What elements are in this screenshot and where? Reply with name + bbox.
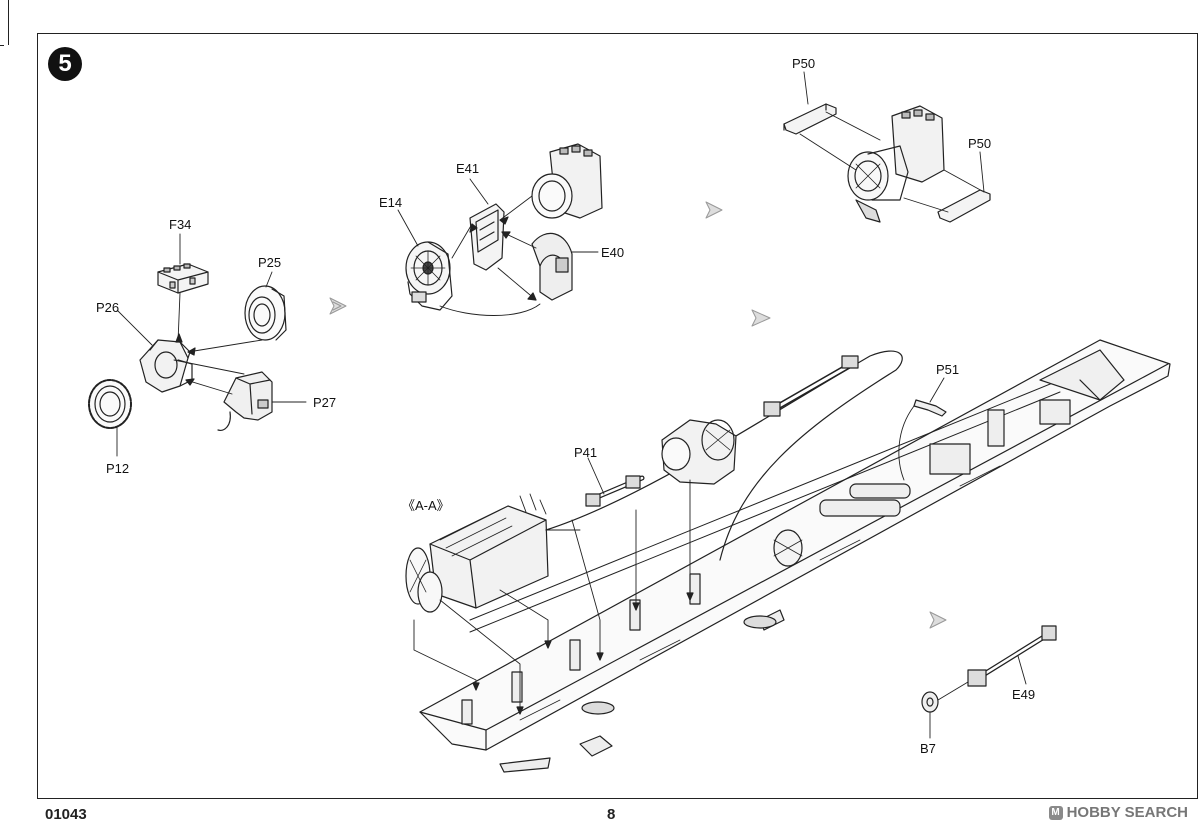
part-p25 <box>244 285 287 341</box>
step-number-badge: 5 <box>48 47 82 81</box>
label-f34: F34 <box>169 217 192 232</box>
label-e49: E49 <box>1012 687 1036 702</box>
part-b7 <box>921 691 939 713</box>
label-e41: E41 <box>456 161 480 176</box>
left-subassembly <box>88 233 307 457</box>
page-number: 8 <box>607 806 616 823</box>
label-p50-right: P50 <box>968 136 992 151</box>
part-e41 <box>469 203 505 271</box>
flow-arrow-1 <box>329 297 347 315</box>
label-p41: P41 <box>574 445 598 460</box>
flow-arrow-3 <box>751 309 771 327</box>
watermark-logo-icon: M <box>1048 805 1063 820</box>
page-edge-mark-2 <box>0 45 4 46</box>
part-p27 <box>217 371 273 431</box>
label-section-a-a: 《A-A》 <box>402 498 450 513</box>
label-p25: P25 <box>258 255 282 270</box>
motor-assembly-right <box>847 105 945 223</box>
chassis-motor <box>661 419 737 485</box>
part-e14 <box>405 241 453 311</box>
page-edge-mark <box>0 0 9 45</box>
flow-arrow-4 <box>929 611 947 629</box>
flow-arrow-2 <box>705 201 723 219</box>
part-e40 <box>531 232 573 301</box>
top-right-subassembly <box>783 71 991 223</box>
watermark-text: HOBBY SEARCH <box>1066 804 1188 821</box>
engine-a-a <box>405 493 549 613</box>
instruction-panel <box>37 33 1198 799</box>
product-code: 01043 <box>45 806 87 823</box>
label-e40: E40 <box>601 245 625 260</box>
part-p26 <box>139 339 193 393</box>
label-p12: P12 <box>106 461 130 476</box>
part-p12 <box>88 379 132 429</box>
upper-drive-shaft <box>763 355 859 417</box>
part-p50-top <box>783 103 837 135</box>
part-e49-shaft <box>967 625 1057 687</box>
part-f34 <box>157 263 209 294</box>
watermark: M HOBBY SEARCH <box>1048 804 1188 821</box>
part-p50-right <box>937 189 991 223</box>
label-p51: P51 <box>936 362 960 377</box>
label-p50-top: P50 <box>792 56 816 71</box>
label-b7: B7 <box>920 741 936 756</box>
label-e14: E14 <box>379 195 403 210</box>
label-p26: P26 <box>96 300 120 315</box>
label-p27: P27 <box>313 395 337 410</box>
part-p41-shaft <box>585 475 645 507</box>
center-subassembly <box>397 143 603 316</box>
chassis-frame <box>419 339 1171 773</box>
top-motor <box>531 143 603 219</box>
